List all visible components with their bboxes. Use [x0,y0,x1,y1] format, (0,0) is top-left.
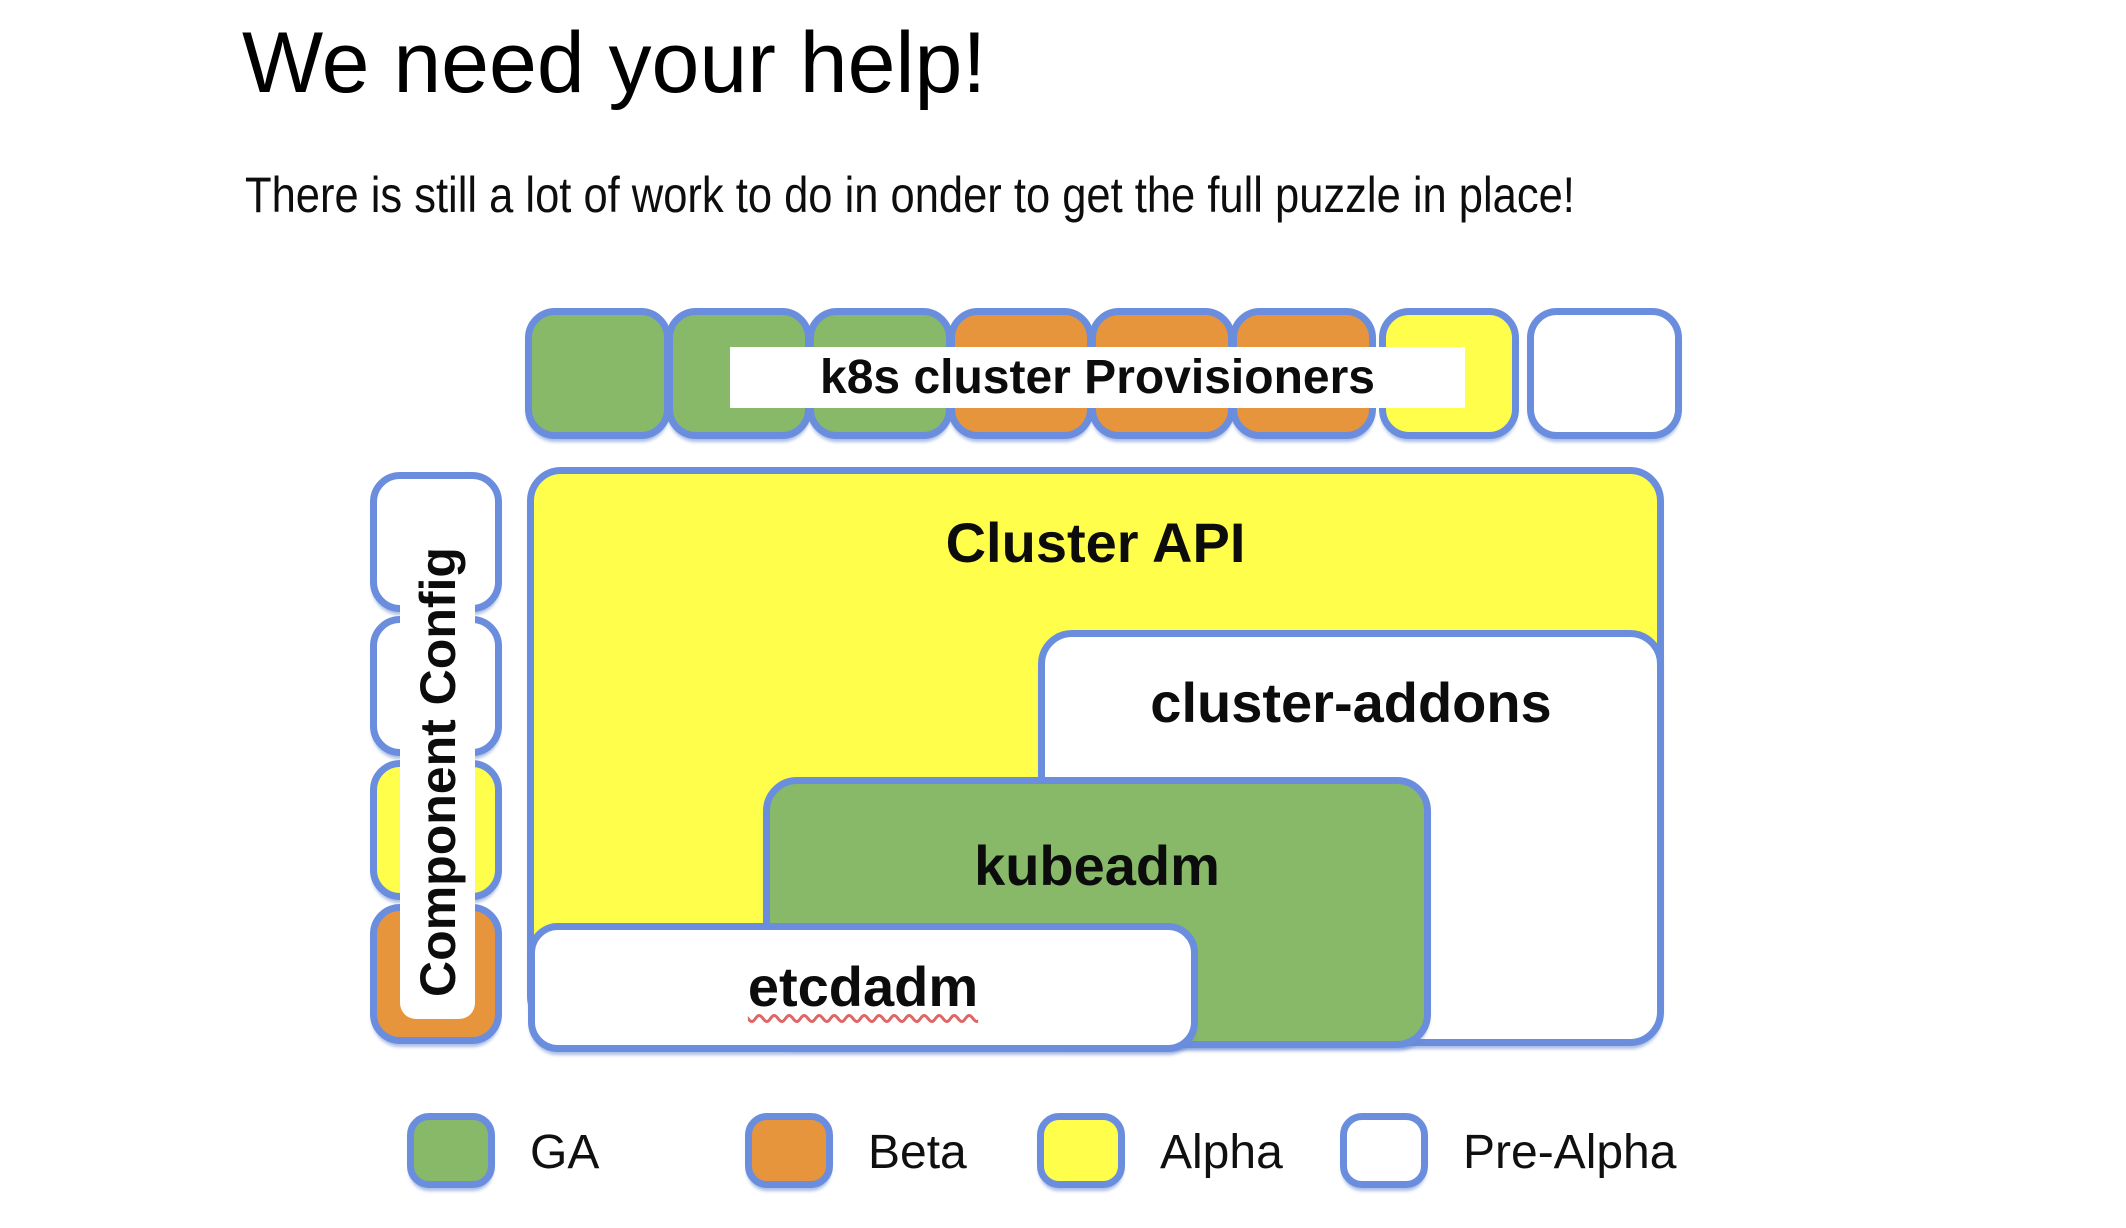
provisioner-square-ga [525,308,671,439]
etcdadm-box: etcdadm [528,923,1198,1052]
legend-item-alpha: Alpha [1037,1113,1283,1188]
legend-swatch-ga [407,1113,495,1188]
cluster-api-label: Cluster API [945,511,1246,574]
legend-item-ga: GA [407,1113,599,1188]
slide-subtitle: There is still a lot of work to do in on… [245,167,1575,223]
legend-label-beta: Beta [868,1126,967,1179]
slide-title: We need your help! [242,15,987,111]
component-config-label: Component Config [409,547,466,997]
component-config-label-band: Component Config [400,525,475,1019]
provisioners-label: k8s cluster Provisioners [820,351,1375,404]
legend-item-prealpha: Pre-Alpha [1340,1113,1676,1188]
legend-label-alpha: Alpha [1160,1126,1283,1179]
legend-label-ga: GA [530,1126,600,1179]
legend-swatch-beta [745,1113,833,1188]
etcdadm-label: etcdadm [747,955,979,1018]
legend-label-prealpha: Pre-Alpha [1463,1126,1677,1179]
legend-swatch-alpha [1037,1113,1125,1188]
legend-swatch-prealpha [1340,1113,1428,1188]
kubeadm-label: kubeadm [974,834,1220,897]
cluster-addons-label: cluster-addons [1150,671,1552,734]
provisioner-square-prealpha [1527,308,1682,439]
provisioners-label-band: k8s cluster Provisioners [730,347,1465,408]
legend-item-beta: Beta [745,1113,967,1188]
